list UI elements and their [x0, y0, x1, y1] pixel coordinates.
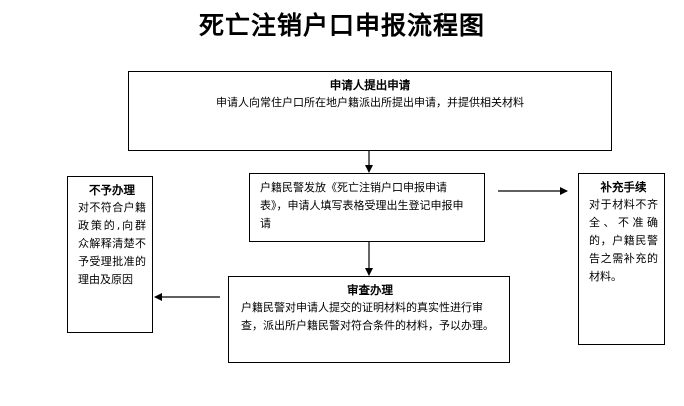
step-supplement-heading: 补充手续	[600, 180, 647, 194]
step-apply-heading: 申请人提出申请	[329, 78, 411, 92]
step-supplement-box: 补充手续 对于材料不齐全、不准确的，户籍民警告之需补充的材料。	[578, 173, 665, 345]
step-reject-text: 对不符合户籍政策的,向群众解释清楚不予受理批准的理由及原因	[78, 201, 146, 286]
diagram-title: 死亡注销户口申报流程图	[198, 11, 485, 40]
step-apply-text: 申请人向常住户口所在地户籍派出所提出申请，并提供相关材料	[216, 96, 524, 109]
step-supplement-text: 对于材料不齐全、不准确的，户籍民警告之需补充的材料。	[589, 198, 658, 283]
step-review-text: 户籍民警对申请人提交的证明材料的真实性进行审查，派出所户籍民警对符合条件的材料，…	[241, 301, 494, 332]
step-reject-box: 不予办理 对不符合户籍政策的,向群众解释清楚不予受理批准的理由及原因	[67, 176, 153, 333]
step-form-text: 户籍民警发放《死亡注销户口申报申请表》，申请人填写表格受理出生登记申报申请	[260, 181, 464, 230]
step-review-heading: 审查办理	[347, 283, 393, 297]
step-form-box: 户籍民警发放《死亡注销户口申报申请表》，申请人填写表格受理出生登记申报申请	[249, 173, 485, 242]
step-apply-box: 申请人提出申请 申请人向常住户口所在地户籍派出所提出申请，并提供相关材料	[128, 71, 612, 151]
step-reject-heading: 不予办理	[89, 183, 135, 197]
step-review-box: 审查办理 户籍民警对申请人提交的证明材料的真实性进行审查，派出所户籍民警对符合条…	[228, 276, 510, 363]
